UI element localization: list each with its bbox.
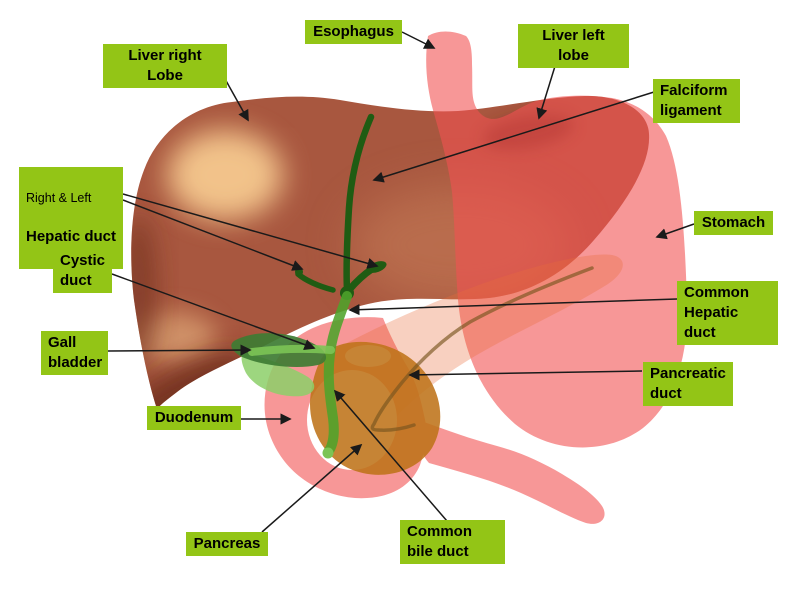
gallbladder-light-lobe (241, 352, 315, 397)
label-pancreas: Pancreas (186, 532, 268, 556)
label-right-left-line1: Right & Left (26, 191, 92, 205)
label-falciform-ligament: Falciform ligament (653, 79, 740, 123)
label-liver-left-lobe: Liver left lobe (518, 24, 629, 68)
leader-cystic-duct (111, 273, 316, 350)
label-right-left-line2: Hepatic duct (26, 228, 117, 245)
leader-pancreatic-duct (408, 369, 643, 381)
label-gall-bladder: Gall bladder (41, 331, 108, 375)
liver-highlight (167, 130, 283, 220)
label-pancreatic-duct: Pancreatic duct (643, 362, 733, 406)
leader-right-hepatic-duct (122, 193, 379, 269)
leader-falciform-ligament (372, 91, 655, 183)
cystic-duct-shape (248, 344, 335, 356)
leader-left-hepatic-duct (122, 199, 304, 271)
label-stomach: Stomach (694, 211, 773, 235)
label-common-bile-duct: Common bile duct (400, 520, 505, 564)
common-bile-duct-shape (323, 291, 352, 457)
falciform-ligament-shape (343, 113, 375, 294)
label-duodenum: Duodenum (147, 406, 241, 430)
leader-stomach (655, 223, 695, 240)
label-common-hepatic-duct: Common Hepatic duct (677, 281, 778, 345)
leader-common-bile-duct (333, 389, 448, 522)
leader-esophagus (401, 31, 436, 49)
label-liver-right-lobe: Liver right Lobe (103, 44, 227, 88)
leader-gall-bladder (107, 344, 252, 356)
bile-duct-tip (322, 447, 334, 459)
label-esophagus: Esophagus (305, 20, 402, 44)
liver-shadow-left (131, 215, 157, 365)
pancreatic-duct-shape (370, 266, 594, 432)
label-cystic-duct: Cystic duct (53, 249, 112, 293)
leader-pancreas (261, 443, 363, 533)
leader-common-hepatic-duct (348, 298, 678, 316)
